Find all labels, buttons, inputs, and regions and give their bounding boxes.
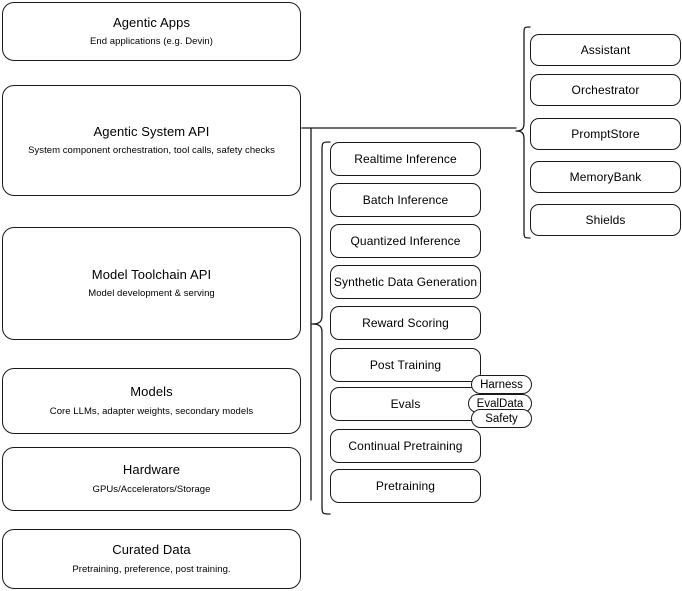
capability-label: Quantized Inference [350,233,461,248]
layer-subtitle: End applications (e.g. Devin) [90,36,213,48]
capability-label: Evals [390,396,421,411]
capability-post-training[interactable]: Post Training [330,348,481,382]
layer-models[interactable]: Models Core LLMs, adapter weights, secon… [2,368,301,434]
layer-subtitle: Core LLMs, adapter weights, secondary mo… [49,405,254,417]
layer-title: Agentic Apps [112,14,191,30]
layer-hardware[interactable]: Hardware GPUs/Accelerators/Storage [2,447,301,511]
layer-title: Curated Data [112,542,191,558]
capability-pretraining[interactable]: Pretraining [330,469,481,503]
capability-reward-scoring[interactable]: Reward Scoring [330,306,481,340]
layer-subtitle: Pretraining, preference, post training. [72,563,231,575]
layer-title: Hardware [122,462,181,478]
capability-evals[interactable]: Evals [330,387,481,421]
capability-label: Synthetic Data Generation [333,274,478,289]
layer-model-toolchain-api[interactable]: Model Toolchain API Model development & … [2,227,301,340]
pill-label: Safety [485,412,518,425]
system-component-label: Shields [585,212,626,227]
toolchain-capabilities-brace [311,141,331,515]
system-component-orchestrator[interactable]: Orchestrator [530,74,681,106]
capability-label: Batch Inference [362,192,449,207]
system-component-shields[interactable]: Shields [530,204,681,236]
capability-label: Continual Pretraining [348,438,463,453]
evals-subcomponent-safety[interactable]: Safety [471,409,532,428]
layer-subtitle: System component orchestration, tool cal… [28,145,275,157]
capability-label: Pretraining [375,478,436,493]
capability-synthetic-data-generation[interactable]: Synthetic Data Generation [330,265,481,299]
capability-quantized-inference[interactable]: Quantized Inference [330,224,481,258]
evals-subcomponent-harness[interactable]: Harness [471,375,532,394]
system-component-label: Orchestrator [571,82,640,97]
capability-label: Realtime Inference [354,151,457,166]
layer-title: Agentic System API [93,123,210,139]
layer-agentic-system-api[interactable]: Agentic System API System component orch… [2,85,301,196]
capability-label: Post Training [369,357,442,372]
layer-curated-data[interactable]: Curated Data Pretraining, preference, po… [2,529,301,589]
layer-agentic-apps[interactable]: Agentic Apps End applications (e.g. Devi… [2,2,301,61]
layer-title: Models [130,384,173,400]
capability-realtime-inference[interactable]: Realtime Inference [330,142,481,176]
capability-label: Reward Scoring [362,315,449,330]
layer-subtitle: GPUs/Accelerators/Storage [92,483,211,495]
system-component-label: Assistant [580,42,631,57]
pill-label: Harness [480,378,523,391]
system-components-brace [515,26,531,239]
layer-subtitle: Model development & serving [88,288,215,300]
system-component-label: PromptStore [571,126,640,141]
system-component-assistant[interactable]: Assistant [530,34,681,66]
layer-title: Model Toolchain API [91,266,212,282]
system-component-promptstore[interactable]: PromptStore [530,118,681,150]
system-component-memorybank[interactable]: MemoryBank [530,161,681,193]
capability-batch-inference[interactable]: Batch Inference [330,183,481,217]
capability-continual-pretraining[interactable]: Continual Pretraining [330,429,481,463]
system-component-label: MemoryBank [569,169,642,184]
pill-label: EvalData [476,397,524,410]
